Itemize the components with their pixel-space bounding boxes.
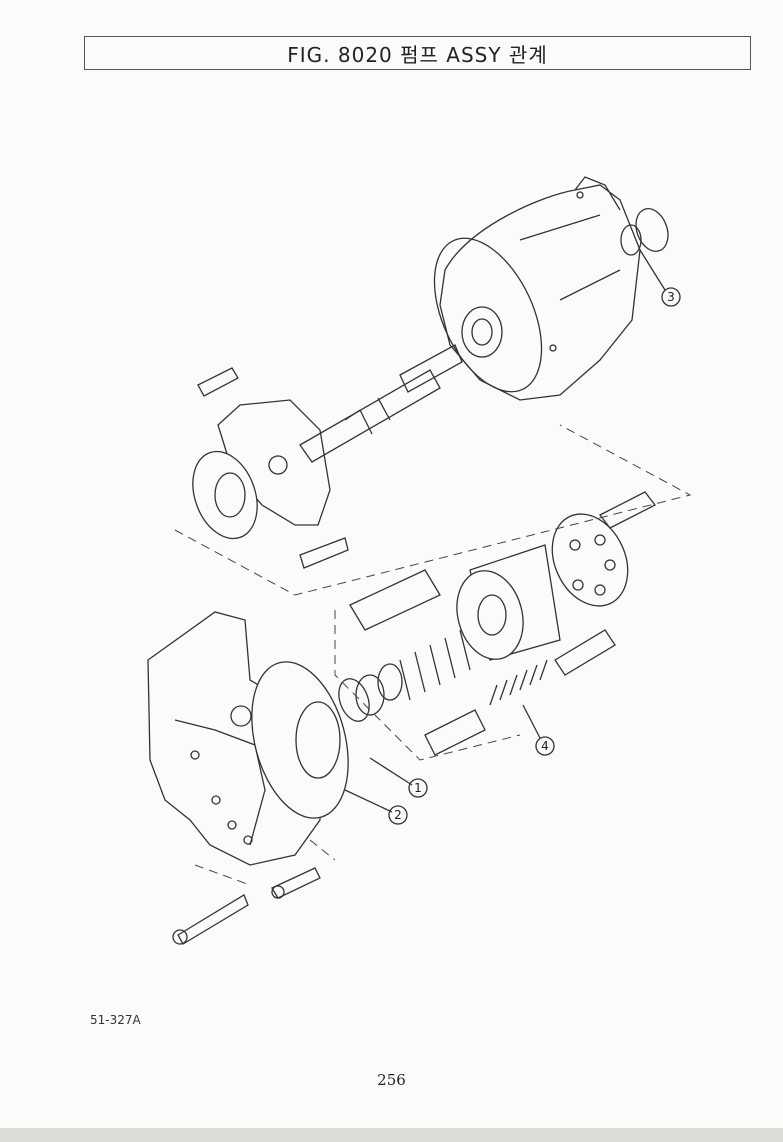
scan-edge (0, 1128, 783, 1142)
spacer-pin (299, 537, 349, 569)
drive-shaft (299, 344, 463, 463)
pump-housing (433, 176, 641, 401)
callout-3: 3 (639, 249, 681, 307)
gasket-plate (251, 661, 349, 819)
group-outline-upper (174, 424, 692, 596)
guide-bolt (424, 709, 486, 756)
retaining-ring (620, 208, 669, 256)
group-outline-lower (334, 610, 521, 761)
callout-4-label: 4 (541, 739, 549, 753)
pin-right (554, 629, 616, 676)
bolt-short (271, 867, 321, 899)
valve-plate (551, 513, 629, 607)
figure-reference: 51-327A (90, 1013, 141, 1027)
figure-title: FIG. 8020 펌프 ASSY 관계 (84, 36, 751, 70)
figure-title-text: FIG. 8020 펌프 ASSY 관계 (287, 42, 548, 67)
pump-body (147, 611, 321, 866)
cylinder-block (456, 544, 561, 661)
bolt-long (172, 894, 249, 945)
spline-shaft-center (349, 569, 441, 631)
bearing (338, 678, 370, 722)
callout-2: 2 (344, 789, 408, 825)
bolt-outline (194, 839, 336, 886)
callout-1-label: 1 (414, 781, 422, 795)
callout-4: 4 (522, 704, 555, 756)
pin-upper-right (599, 491, 656, 529)
spring-4 (489, 659, 548, 706)
callout-2-label: 2 (394, 808, 402, 822)
key-pin (197, 367, 239, 397)
center-spring (355, 629, 471, 716)
callout-1: 1 (369, 757, 428, 798)
callout-3-label: 3 (667, 290, 675, 304)
swash-plate (192, 399, 331, 540)
page-number: 256 (377, 1071, 406, 1089)
